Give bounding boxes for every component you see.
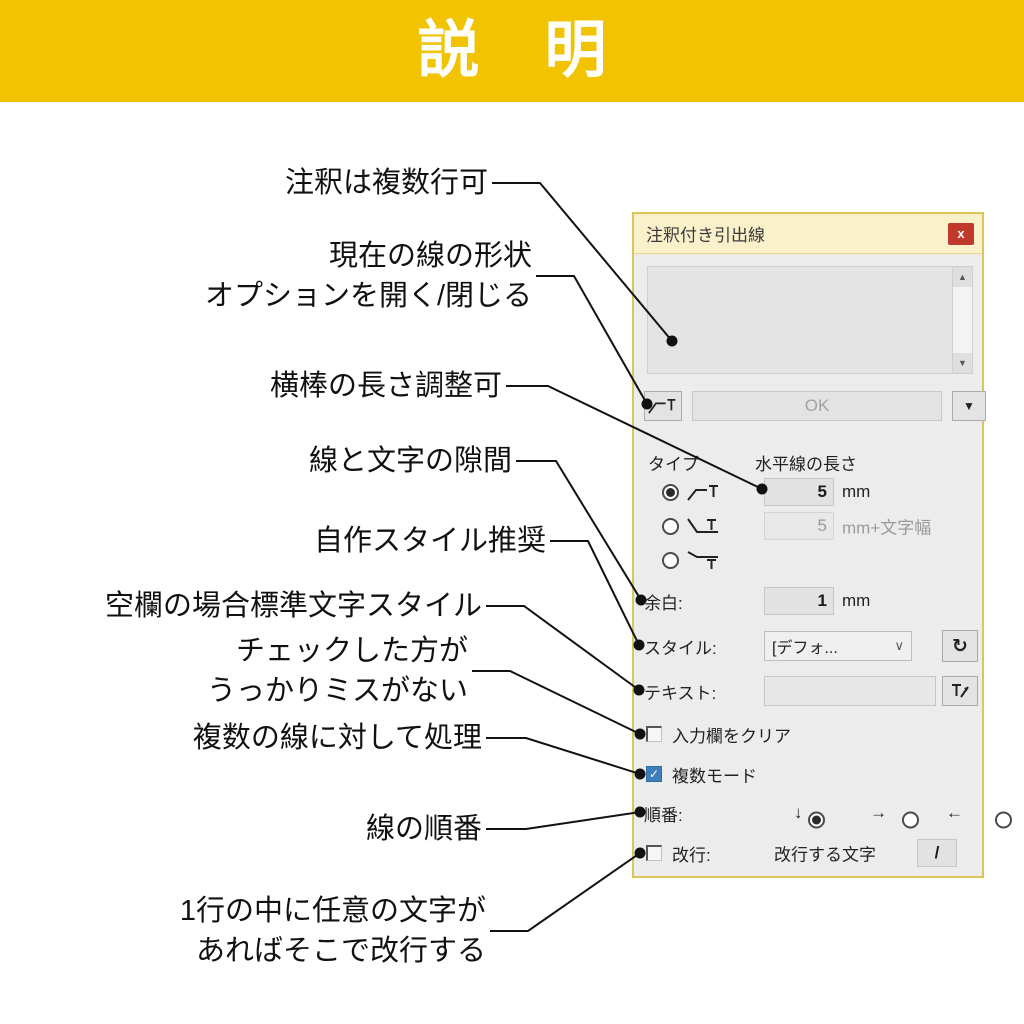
type-option-row-3 <box>644 544 976 576</box>
type-radio-2[interactable] <box>662 517 679 535</box>
clear-field-checkbox[interactable] <box>646 726 662 742</box>
clear-field-label[interactable]: 入力欄をクリア <box>672 726 791 746</box>
annotation-text: 現在の線の形状 <box>328 240 532 272</box>
annotation-multiline-note: 注釈は複数行可 <box>0 163 488 203</box>
check-icon: ✓ <box>648 767 660 781</box>
multi-mode-row: ✓ 複数モード <box>644 760 976 788</box>
hline-length2-input[interactable] <box>764 512 834 540</box>
scroll-up-icon[interactable]: ▲ <box>953 267 972 287</box>
annotation-newline-behavior: 1行の中に任意の文字が あればそこで改行する <box>0 891 486 971</box>
ok-button[interactable]: OK <box>692 391 942 421</box>
line-shape-options-button[interactable] <box>644 391 682 421</box>
mm-text-width-unit-label: mm+文字幅 <box>842 518 932 538</box>
annotation-text: あればそこで改行する <box>195 935 486 967</box>
annotation-text: チェックした方が <box>235 635 468 667</box>
leader-dialog: 注釈付き引出線 x ▲ ▼ OK ▼ タイプ 水平線の長さ <box>632 212 1012 878</box>
scrollbar-track[interactable] <box>953 287 972 353</box>
text-label: テキスト: <box>644 683 717 703</box>
annotation-text: 注釈は複数行可 <box>284 167 488 199</box>
newline-char-label: 改行する文字 <box>774 845 876 865</box>
style-select[interactable]: [デフォ... ∨ <box>764 631 912 661</box>
annotation-text: 自作スタイル推奨 <box>313 525 546 557</box>
annotation-check-recommend: チェックした方が うっかりミスがない <box>0 631 468 711</box>
annotation-textarea[interactable] <box>648 267 952 373</box>
annotation-text: うっかりミスがない <box>206 675 468 707</box>
annotation-blank-style: 空欄の場合標準文字スタイル <box>0 586 482 626</box>
text-pick-button[interactable] <box>942 676 978 706</box>
margin-unit-label: mm <box>842 591 871 610</box>
type-label: タイプ <box>648 454 699 474</box>
newline-char-input[interactable] <box>917 839 957 867</box>
style-select-value: [デフォ... <box>772 640 838 657</box>
close-button[interactable]: x <box>948 222 974 245</box>
dialog-titlebar[interactable]: 注釈付き引出線 x <box>634 214 982 254</box>
textarea-scrollbar[interactable]: ▲ ▼ <box>952 267 972 373</box>
text-input[interactable] <box>764 676 936 706</box>
margin-label: 余白: <box>644 593 683 613</box>
order-right-arrow[interactable]: → <box>870 803 887 822</box>
newline-label[interactable]: 改行: <box>672 845 711 865</box>
annotation-line-order: 線の順番 <box>0 809 482 849</box>
order-down-arrow[interactable]: ↓ <box>794 803 803 822</box>
type-radio-3[interactable] <box>662 551 679 569</box>
dialog-title: 注釈付き引出線 <box>646 226 765 245</box>
scroll-down-icon[interactable]: ▼ <box>953 353 972 373</box>
type-option-row-2: mm+文字幅 <box>644 510 976 542</box>
page-title: 説明 <box>417 16 672 85</box>
type-radio-1[interactable] <box>662 483 679 501</box>
annotation-multi-process: 複数の線に対して処理 <box>0 718 482 758</box>
expand-button[interactable]: ▼ <box>952 391 986 421</box>
refresh-button[interactable]: ↻ <box>942 630 978 662</box>
newline-row: 改行: 改行する文字 <box>644 838 976 868</box>
refresh-icon: ↻ <box>952 635 968 657</box>
annotation-text: 複数の線に対して処理 <box>192 722 482 754</box>
multi-mode-label[interactable]: 複数モード <box>672 766 757 786</box>
type-option-row-1: mm <box>644 476 976 508</box>
order-left-arrow[interactable]: ← <box>946 803 963 822</box>
chevron-down-icon: ∨ <box>894 638 904 653</box>
order-down-radio[interactable] <box>807 811 825 828</box>
column-labels-row: タイプ 水平線の長さ <box>644 450 976 474</box>
text-pick-icon <box>952 684 969 698</box>
order-left-radio[interactable] <box>994 811 1012 828</box>
style-row: スタイル: [デフォ... ∨ ↻ <box>644 630 978 662</box>
leader-line-icon <box>648 398 676 414</box>
hline-length-label: 水平線の長さ <box>755 454 857 474</box>
annotation-text: 横棒の長さ調整可 <box>269 370 502 402</box>
margin-row: 余白: mm <box>644 586 976 616</box>
annotation-text: オプションを開く/閉じる <box>204 280 532 312</box>
annotation-style-recommend: 自作スタイル推奨 <box>0 521 546 561</box>
order-label: 順番: <box>644 805 683 825</box>
annotation-text: 1行の中に任意の文字が <box>179 895 486 927</box>
annotation-textarea-wrap: ▲ ▼ <box>647 266 973 374</box>
banner: 説明 <box>0 0 1024 102</box>
style-label: スタイル: <box>644 638 717 658</box>
annotation-text: 線と文字の隙間 <box>308 445 512 477</box>
annotation-gap: 線と文字の隙間 <box>0 441 512 481</box>
hline-length-input[interactable] <box>764 478 834 506</box>
clear-field-row: 入力欄をクリア <box>644 720 976 748</box>
order-row: 順番: ↓ → ← <box>644 798 1012 828</box>
controls-row: OK ▼ <box>644 390 986 422</box>
annotation-bar-length: 横棒の長さ調整可 <box>0 366 502 406</box>
mm-unit-label: mm <box>842 482 871 501</box>
annotation-text: 線の順番 <box>365 813 482 845</box>
margin-input[interactable] <box>764 587 834 615</box>
multi-mode-checkbox[interactable]: ✓ <box>646 766 662 782</box>
annotation-text: 空欄の場合標準文字スタイル <box>104 590 482 622</box>
newline-checkbox[interactable] <box>646 845 662 861</box>
order-right-radio[interactable] <box>901 811 919 828</box>
leader-style-2-icon <box>687 518 718 533</box>
annotation-line-shape-options: 現在の線の形状 オプションを開く/閉じる <box>0 236 532 316</box>
leader-style-3-icon <box>687 551 718 569</box>
leader-style-1-icon <box>687 485 718 501</box>
text-row: テキスト: <box>644 676 978 706</box>
